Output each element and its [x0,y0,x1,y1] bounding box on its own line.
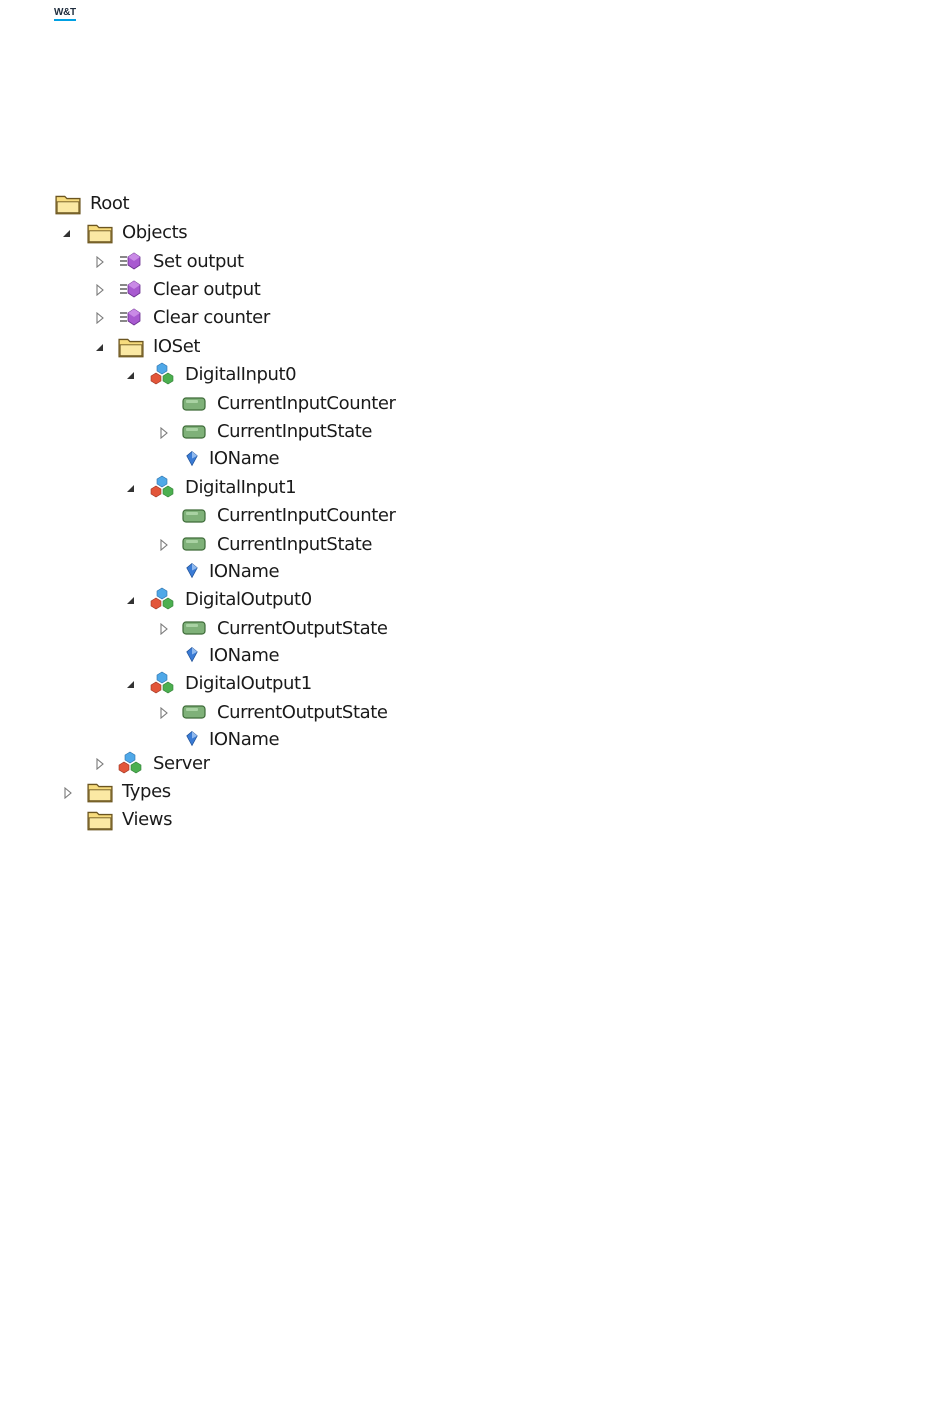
object-icon [117,751,143,775]
tree-node-label: CurrentInputState [217,419,372,445]
tree-node-label: CurrentOutputState [217,700,388,726]
method-icon [119,251,143,271]
expanded-arrow-icon[interactable] [126,369,136,381]
tree-node-label: CurrentInputCounter [217,391,396,417]
tree-node-label: IOName [209,643,279,669]
variable-icon [182,508,206,524]
tree-node-label: Server [153,751,210,777]
tree-node-label: DigitalOutput0 [185,587,312,613]
folder-icon [87,222,113,244]
property-icon [185,450,199,467]
variable-icon [182,536,206,552]
method-icon [119,307,143,327]
tree-node-label: IOName [209,446,279,472]
expanded-arrow-icon[interactable] [126,678,136,690]
object-icon [149,671,175,695]
tree-node-label: DigitalOutput1 [185,671,312,697]
object-icon [149,587,175,611]
object-icon [149,475,175,499]
tree-node-label: Root [90,191,129,217]
collapsed-arrow-icon[interactable] [95,758,105,770]
property-icon [185,730,199,747]
collapsed-arrow-icon[interactable] [95,312,105,324]
tree-node-label: IOName [209,727,279,753]
collapsed-arrow-icon[interactable] [159,623,169,635]
expanded-arrow-icon[interactable] [126,594,136,606]
tree-node-label: IOSet [153,334,200,360]
folder-icon [87,809,113,831]
tree-node-label: CurrentInputState [217,532,372,558]
method-icon [119,279,143,299]
collapsed-arrow-icon[interactable] [159,539,169,551]
collapsed-arrow-icon[interactable] [63,787,73,799]
tree-node-label: IOName [209,559,279,585]
property-icon [185,646,199,663]
object-icon [149,362,175,386]
tree-node-label: DigitalInput0 [185,362,296,388]
tree-node-label: Clear output [153,277,260,303]
tree-node-label: DigitalInput1 [185,475,296,501]
tree-node-label: Clear counter [153,305,270,331]
folder-icon [118,336,144,358]
tree-node-label: CurrentOutputState [217,616,388,642]
tree-node-label: CurrentInputCounter [217,503,396,529]
tree-node-label: Objects [122,220,187,246]
expanded-arrow-icon[interactable] [62,227,72,239]
tree-node-label: Set output [153,249,244,275]
property-icon [185,562,199,579]
variable-icon [182,704,206,720]
tree-node-label: Views [122,807,172,833]
expanded-arrow-icon[interactable] [126,482,136,494]
variable-icon [182,424,206,440]
expanded-arrow-icon[interactable] [95,341,105,353]
collapsed-arrow-icon[interactable] [95,256,105,268]
variable-icon [182,620,206,636]
collapsed-arrow-icon[interactable] [159,427,169,439]
collapsed-arrow-icon[interactable] [95,284,105,296]
folder-icon [87,781,113,803]
tree-node-label: Types [122,779,171,805]
folder-icon [55,193,81,215]
variable-icon [182,396,206,412]
collapsed-arrow-icon[interactable] [159,707,169,719]
